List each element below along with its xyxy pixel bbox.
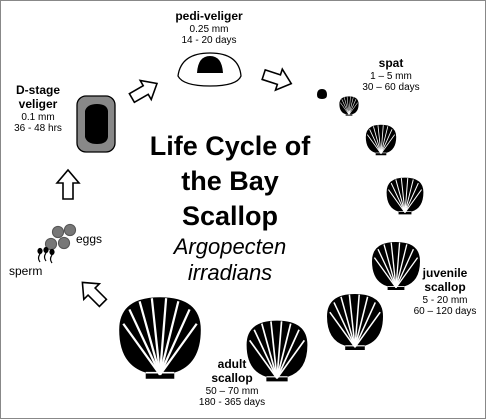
egg-icon	[45, 224, 75, 249]
title-line-3: Scallop	[119, 199, 341, 234]
spat-label: spat 1 – 5 mm 30 – 60 days	[346, 57, 436, 94]
stage-name-2: scallop	[187, 372, 277, 386]
d-stage-veliger-label: D-stage veliger 0.1 mm 36 - 48 hrs	[7, 84, 69, 135]
stage-name-1: juvenile	[405, 267, 485, 281]
adult-scallop-label: adult scallop 50 – 70 mm 180 - 365 days	[187, 358, 277, 409]
stage-time: 36 - 48 hrs	[7, 123, 69, 135]
juvenile-scallop-label: juvenile scallop 5 - 20 mm 60 – 120 days	[405, 267, 485, 318]
stage-name: spat	[346, 57, 436, 71]
scallop-shell-icon	[387, 178, 424, 215]
diagram-title: Life Cycle of the Bay Scallop Argopecten…	[119, 129, 341, 286]
scallop-shell-icon	[366, 125, 396, 155]
stage-name-1: D-stage	[7, 84, 69, 98]
scientific-name-2: irradians	[119, 260, 341, 286]
stage-size: 0.25 mm	[149, 24, 269, 36]
sperm-label: sperm	[9, 264, 42, 278]
cycle-arrow-icon	[126, 74, 162, 108]
d-stage-larva-icon	[77, 96, 115, 152]
stage-time: 14 - 20 days	[149, 35, 269, 47]
cycle-arrow-icon	[260, 64, 294, 94]
cycle-arrow-icon	[75, 275, 111, 311]
scallop-shell-icon	[339, 96, 358, 115]
title-line-1: Life Cycle of	[119, 129, 341, 164]
stage-time: 180 - 365 days	[187, 397, 277, 409]
stage-name-1: adult	[187, 358, 277, 372]
stage-size: 1 – 5 mm	[346, 71, 436, 83]
eggs-label: eggs	[76, 232, 102, 246]
scallop-shell-icon	[327, 294, 383, 350]
stage-time: 30 – 60 days	[346, 82, 436, 94]
cycle-arrow-icon	[57, 170, 79, 199]
stage-name-2: veliger	[7, 98, 69, 112]
scientific-name-1: Argopecten	[119, 234, 341, 260]
stage-size: 0.1 mm	[7, 112, 69, 124]
pedi-veliger-label: pedi-veliger 0.25 mm 14 - 20 days	[149, 10, 269, 47]
stage-name: pedi-veliger	[149, 10, 269, 24]
title-line-2: the Bay	[119, 164, 341, 199]
stage-size: 50 – 70 mm	[187, 386, 277, 398]
scallop-shell-icon	[317, 89, 327, 99]
stage-name-2: scallop	[405, 281, 485, 295]
sperm-icon	[38, 248, 54, 264]
veliger-shell-icon	[178, 53, 241, 86]
stage-size: 5 - 20 mm	[405, 295, 485, 307]
stage-time: 60 – 120 days	[405, 306, 485, 318]
